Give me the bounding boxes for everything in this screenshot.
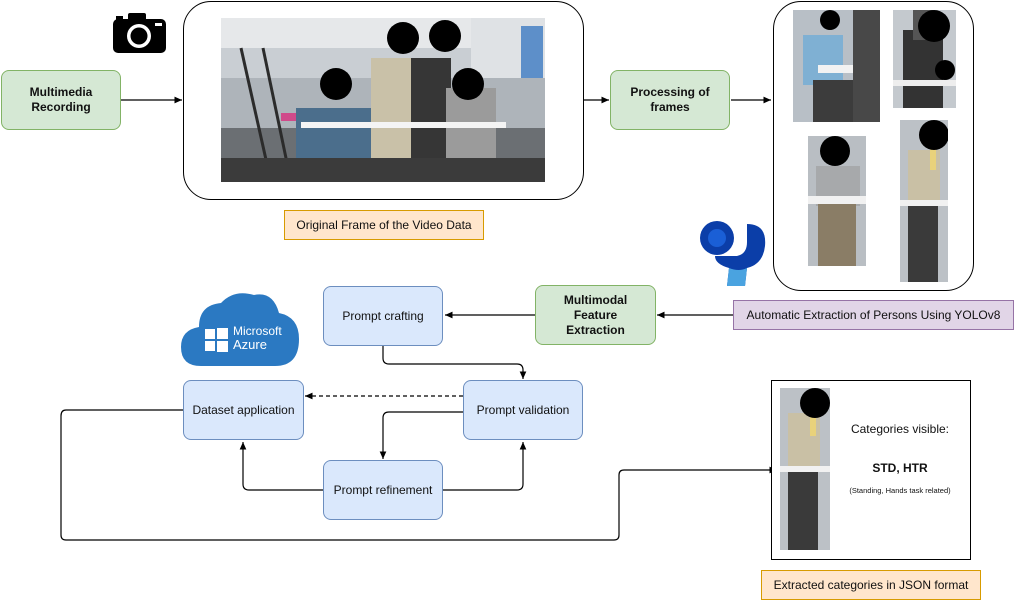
node-prompt-validation[interactable]: Prompt validation: [463, 380, 583, 440]
person-crop-1: [793, 10, 880, 122]
original-frame-photo: [221, 18, 545, 182]
arrow-crafting-to-validation: [382, 346, 527, 379]
face-mask: [918, 10, 950, 42]
node-multimedia-recording[interactable]: Multimedia Recording: [1, 70, 121, 130]
azure-logo-line2: Azure: [233, 337, 267, 352]
person-crop-4: [900, 120, 948, 282]
caption-extracted-categories: Extracted categories in JSON format: [761, 570, 981, 600]
result-heading: Categories visible:: [850, 422, 950, 436]
caption-original-frame: Original Frame of the Video Data: [284, 210, 484, 240]
arrow-refinement-to-dataset: [239, 442, 323, 491]
camera-icon: [112, 12, 167, 54]
node-automatic-extraction[interactable]: Automatic Extraction of Persons Using YO…: [733, 300, 1014, 330]
azure-cloud-icon: Microsoft Azure: [179, 287, 301, 367]
face-mask: [452, 68, 484, 100]
face-mask: [820, 136, 850, 166]
node-processing-frames[interactable]: Processing of frames: [610, 70, 730, 130]
arrow-validation-to-refinement: [379, 411, 463, 459]
result-detail: (Standing, Hands task related): [849, 486, 951, 495]
face-mask: [820, 10, 840, 30]
arrow-dataset-to-result: [60, 409, 777, 541]
node-prompt-crafting[interactable]: Prompt crafting: [323, 286, 443, 346]
azure-logo-line1: Microsoft: [233, 324, 282, 338]
face-mask: [320, 68, 352, 100]
yolo-logo-icon: [699, 220, 769, 290]
node-prompt-refinement[interactable]: Prompt refinement: [323, 460, 443, 520]
result-person-photo: [780, 388, 830, 550]
face-mask: [919, 120, 948, 150]
face-mask: [935, 60, 955, 80]
person-crop-3: [808, 136, 866, 266]
result-codes: STD, HTR: [872, 461, 928, 475]
person-crop-2: [893, 10, 956, 108]
face-mask: [429, 20, 461, 52]
face-mask: [800, 388, 830, 418]
node-multimodal-feature-extraction[interactable]: Multimodal Feature Extraction: [535, 285, 656, 345]
arrow-refinement-to-validation: [443, 442, 527, 491]
node-dataset-application[interactable]: Dataset application: [183, 380, 304, 440]
face-mask: [387, 22, 419, 54]
